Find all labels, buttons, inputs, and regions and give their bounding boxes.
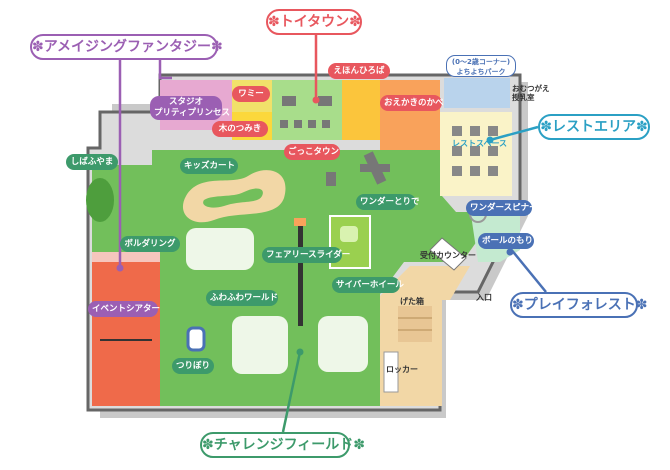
- oekaki-area: [380, 80, 440, 150]
- inflatable-3: [318, 316, 368, 372]
- inflatable-1: [186, 228, 254, 270]
- studio-label-line1: スタジオ: [168, 97, 203, 107]
- play-forest-callout: ✽プレイフォレスト✽: [510, 292, 647, 318]
- baby-park-line2: よちよちパーク: [456, 68, 506, 76]
- cyber-wheel-label: サイバーホイール: [332, 277, 404, 293]
- wonder-tori-label: ワンダーとりで: [356, 194, 420, 210]
- tsuribori-pond: [186, 326, 206, 352]
- gokko-town-area: [272, 80, 342, 140]
- rest-tables: [452, 126, 498, 176]
- gokko-town-label: ごっこタウン: [284, 144, 340, 160]
- reception-label: 受付カウンター: [420, 251, 476, 260]
- gokko-town-items: [280, 96, 332, 128]
- bouldering-wall: [92, 252, 160, 262]
- fairy-slider-pole: [298, 218, 303, 326]
- rest-area-callout: ✽レストエリア✽: [538, 114, 650, 140]
- wammy-label: ワミー: [232, 86, 270, 102]
- picture-book-label: えほんひろば: [328, 63, 390, 79]
- reception-counter: [429, 237, 467, 271]
- rest-area-leader: [489, 125, 539, 142]
- ball-forest-label: ボールのもり: [478, 233, 534, 249]
- studio-label-line2: プリティプリンセス: [154, 108, 230, 118]
- shibafu-hill: [86, 178, 114, 222]
- event-theater-area: [92, 262, 160, 406]
- wonder-spinner-label: ワンダースピナー: [466, 200, 538, 216]
- studio-label: スタジオ プリティプリンセス: [150, 96, 230, 120]
- baby-park-label: (0〜2歳コーナー) よちよちパーク: [446, 55, 516, 77]
- baby-park-line1: (0〜2歳コーナー): [451, 58, 511, 66]
- bouldering-label: ボルダリング: [120, 236, 180, 252]
- entrance-label: 入口: [476, 293, 492, 302]
- locker-label: ロッカー: [386, 365, 418, 374]
- omutsu-line1: おむつがえ: [512, 84, 550, 93]
- tsuribori-label: つりぼり: [172, 358, 214, 374]
- rest-space-label: レストスペース: [452, 139, 508, 148]
- oekaki-label: おえかきのかべ: [380, 95, 444, 111]
- shoe-box: [398, 306, 432, 342]
- kids-kart-label: キッズカート: [180, 158, 238, 174]
- toy-town-callout: ✽トイタウン✽: [266, 9, 362, 35]
- omutsu-line2: 授乳室: [512, 93, 535, 102]
- picture-book-area: [342, 80, 380, 140]
- shoe-box-label: げた箱: [400, 297, 424, 306]
- fuwafuwa-label: ふわふわワールド: [206, 290, 278, 306]
- wood-blocks-label: 木のつみき: [212, 121, 268, 137]
- fairy-slider-label: フェアリースライダー: [262, 247, 350, 263]
- amazing-fantasy-callout: ✽アメイジングファンタジー✽: [30, 34, 223, 60]
- challenge-leader: [281, 351, 302, 433]
- event-theater-label: イベントシアター: [88, 301, 160, 317]
- challenge-field-callout: ✽チャレンジフィールド✽: [200, 432, 365, 458]
- wonder-tori-structure: [326, 151, 390, 186]
- baby-area: [444, 78, 510, 108]
- play-forest-leader: [509, 247, 547, 293]
- locker-box: [383, 351, 399, 393]
- inflatable-2: [232, 316, 288, 374]
- shibafu-label: しばふやま: [66, 154, 118, 170]
- omutsu-label: おむつがえ 授乳室: [512, 84, 550, 102]
